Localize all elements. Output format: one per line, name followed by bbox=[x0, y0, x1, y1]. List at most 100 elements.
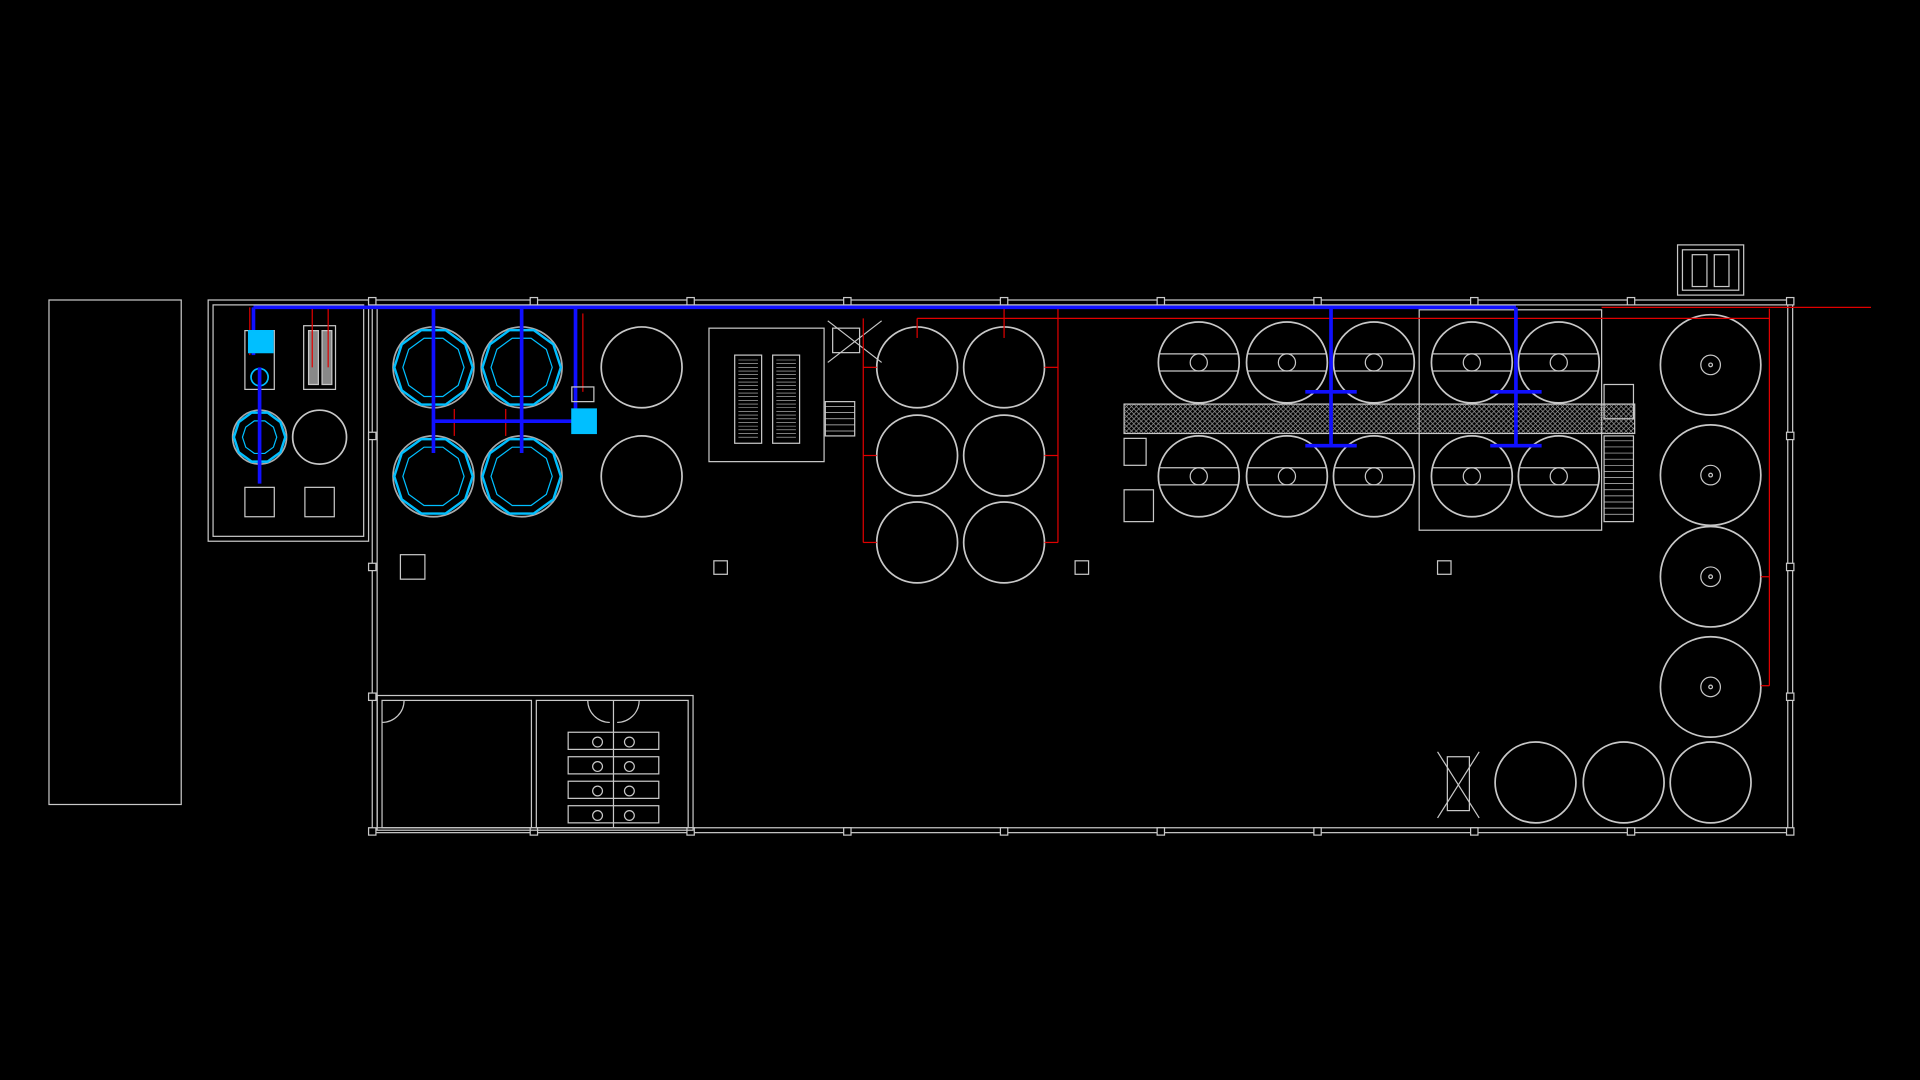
tank-manway bbox=[1277, 353, 1297, 372]
silo-center bbox=[1708, 574, 1714, 580]
floor-drain bbox=[399, 554, 426, 580]
horizontal-tank bbox=[1517, 321, 1601, 404]
silo-center bbox=[1708, 362, 1714, 368]
column-marker bbox=[843, 827, 852, 836]
plate-heat-exchanger bbox=[734, 354, 763, 444]
column-marker bbox=[1156, 827, 1166, 836]
stair-landing bbox=[1603, 383, 1635, 420]
column-marker bbox=[686, 296, 695, 306]
column-marker bbox=[999, 296, 1009, 306]
cyan-pump bbox=[571, 408, 597, 435]
mixing-tank-octagon bbox=[241, 420, 278, 455]
tank-manway bbox=[1462, 467, 1482, 486]
tank-manway bbox=[1364, 353, 1384, 372]
horizontal-tank bbox=[1332, 435, 1416, 518]
silo-center bbox=[1708, 472, 1714, 478]
silo-outlet bbox=[1700, 464, 1722, 486]
fermentation-tank-octagon bbox=[490, 446, 553, 507]
office-block-wall bbox=[376, 694, 694, 831]
floor-drain bbox=[1074, 560, 1090, 575]
rooftop-unit-inner bbox=[1681, 249, 1740, 291]
silo-center bbox=[1708, 684, 1714, 690]
storage-tank bbox=[875, 326, 959, 409]
blue-pipes-layer bbox=[247, 305, 1542, 484]
left-annex-outline bbox=[48, 299, 182, 806]
stairs bbox=[1123, 489, 1155, 523]
toilet-icon bbox=[592, 761, 604, 773]
storage-tank bbox=[1494, 741, 1577, 824]
column-marker bbox=[367, 431, 377, 441]
tank-manway bbox=[1277, 467, 1297, 486]
column-marker bbox=[1785, 431, 1795, 441]
column-marker bbox=[367, 562, 377, 572]
floor-drain bbox=[1436, 560, 1452, 575]
column-marker bbox=[843, 296, 852, 306]
rooftop-unit-outer bbox=[1676, 244, 1745, 296]
storage-tank bbox=[962, 326, 1046, 409]
pump-cluster-line bbox=[1437, 751, 1480, 819]
fermentation-tank-octagon bbox=[490, 337, 553, 398]
column-marker bbox=[367, 692, 377, 702]
storage-tank bbox=[962, 501, 1046, 584]
restroom bbox=[535, 699, 689, 829]
door-swing bbox=[617, 700, 640, 724]
column-marker bbox=[1785, 296, 1795, 306]
rooftop-fan bbox=[1691, 254, 1708, 288]
floor-drain bbox=[713, 560, 728, 575]
pump-control-box bbox=[571, 386, 595, 403]
door-swing bbox=[382, 700, 405, 724]
column-marker bbox=[1626, 827, 1636, 836]
tank-manway bbox=[1189, 467, 1208, 486]
toilet-icon bbox=[623, 785, 635, 797]
toilet-icon bbox=[592, 785, 604, 797]
column-marker bbox=[1470, 296, 1479, 306]
storage-tank bbox=[600, 326, 683, 409]
storage-tank bbox=[291, 409, 348, 465]
toilet-icon bbox=[623, 810, 635, 822]
column-marker bbox=[529, 296, 539, 306]
storage-tank bbox=[1582, 741, 1665, 824]
storage-tank bbox=[962, 414, 1046, 497]
mixing-tank-octagon bbox=[232, 411, 287, 463]
side-room-outer-wall bbox=[207, 299, 370, 542]
horizontal-tank bbox=[1157, 321, 1241, 404]
column-marker bbox=[1156, 296, 1166, 306]
hatched-conveyor bbox=[1123, 403, 1636, 435]
horizontal-tank bbox=[1517, 435, 1601, 518]
silo-outlet bbox=[1700, 676, 1722, 698]
door-swing bbox=[587, 700, 610, 724]
storage-tank bbox=[875, 414, 959, 497]
horizontal-tank bbox=[1430, 321, 1514, 404]
column-marker bbox=[999, 827, 1009, 836]
office-room bbox=[381, 699, 533, 829]
filter-cartridge bbox=[307, 330, 319, 386]
fermentation-tank-octagon bbox=[481, 437, 563, 515]
tank-manway bbox=[1462, 353, 1482, 372]
silo-outlet bbox=[1700, 354, 1722, 376]
horizontal-tank bbox=[1430, 435, 1514, 518]
toilet-icon bbox=[592, 736, 604, 748]
tank-manway bbox=[1364, 467, 1384, 486]
plate-heat-exchanger bbox=[772, 354, 801, 444]
horizontal-tank bbox=[1245, 435, 1329, 518]
silo-tank bbox=[1659, 313, 1762, 416]
toilet-icon bbox=[592, 810, 604, 822]
tank-manway bbox=[1549, 353, 1568, 372]
storage-tank bbox=[600, 435, 683, 518]
fermentation-tank-octagon bbox=[392, 328, 474, 406]
storage-tank bbox=[875, 501, 959, 584]
silo-tank bbox=[1659, 525, 1762, 628]
column-marker bbox=[686, 827, 695, 836]
column-marker bbox=[367, 296, 377, 306]
equipment-frame bbox=[708, 327, 825, 463]
column-marker bbox=[1785, 827, 1795, 836]
fermentation-tank-octagon bbox=[481, 328, 563, 406]
control-panel bbox=[1123, 437, 1147, 466]
column-marker bbox=[1626, 296, 1636, 306]
horizontal-tank bbox=[1245, 321, 1329, 404]
pallet-jack bbox=[304, 486, 335, 518]
column-marker bbox=[529, 827, 539, 836]
column-marker bbox=[1785, 692, 1795, 702]
column-marker bbox=[1470, 827, 1479, 836]
